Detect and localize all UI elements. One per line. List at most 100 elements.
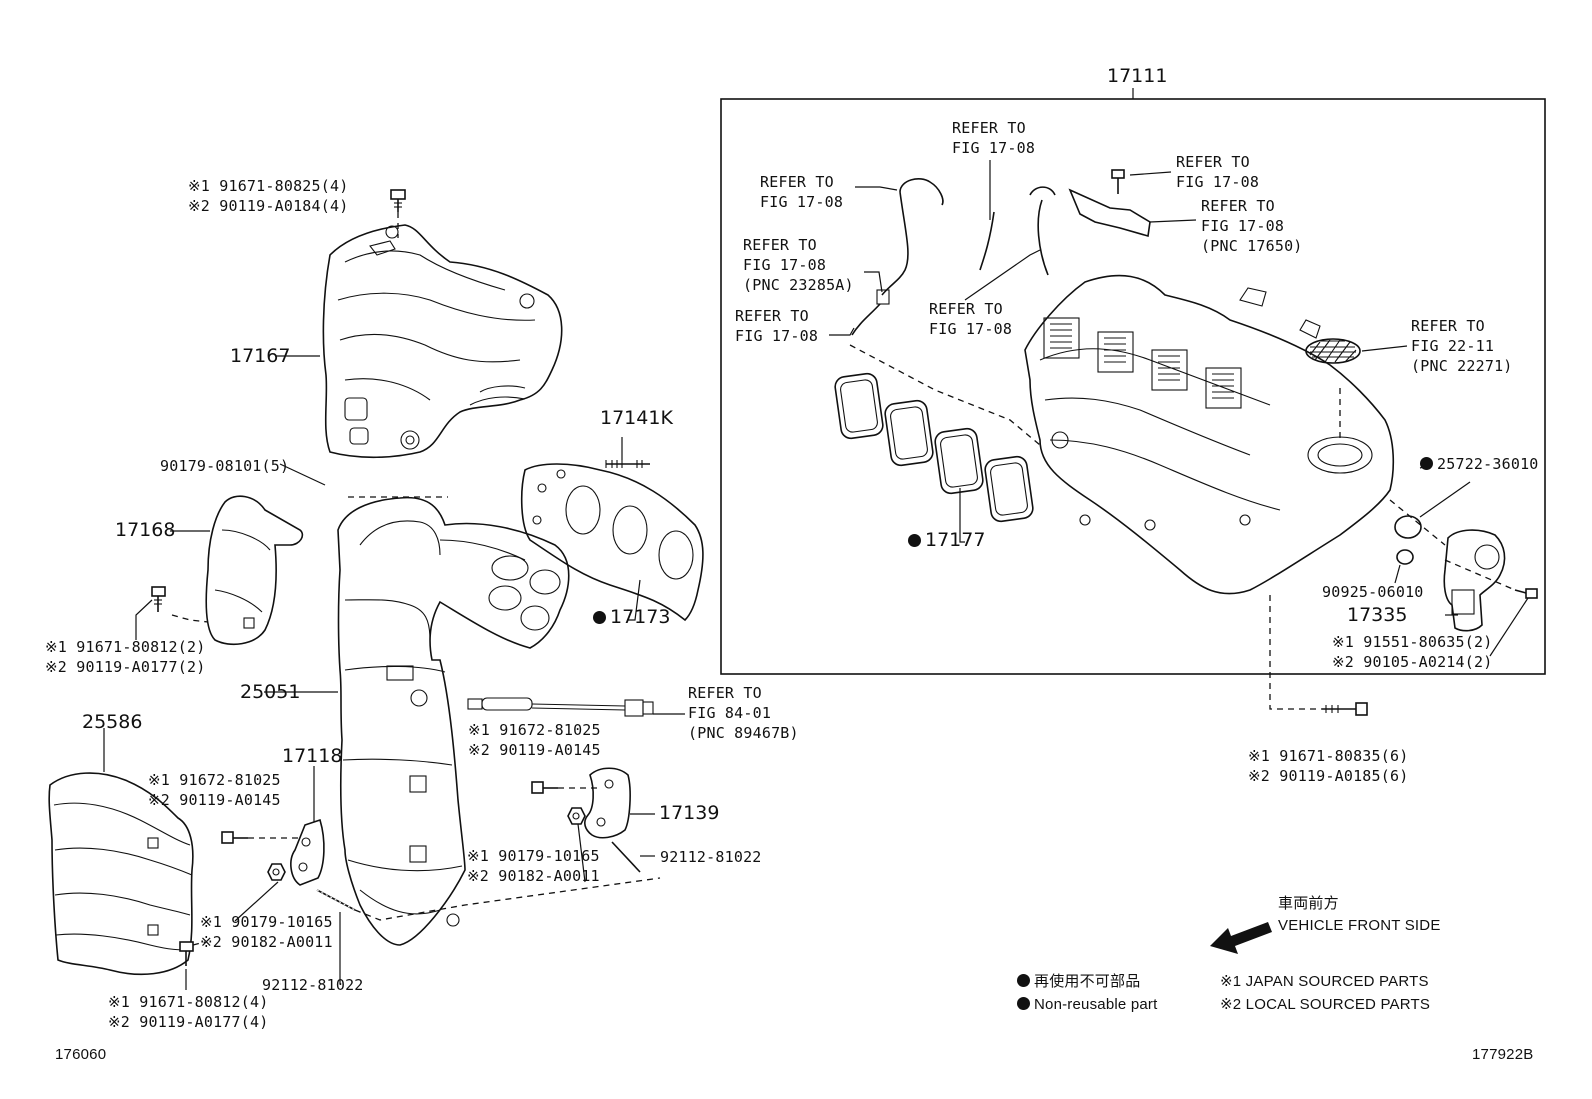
refer-line: REFER TO	[929, 300, 1003, 318]
bolt-17118	[221, 831, 248, 844]
callout-17167: 17167	[230, 345, 291, 367]
bolt-ref-line: ※2 90119-A0185(6)	[1248, 767, 1409, 785]
intake-manifold	[1024, 274, 1395, 595]
callout-17168: 17168	[115, 519, 176, 541]
bolt-top	[390, 189, 406, 212]
bolt-ref-line: ※1 90179-10165	[467, 847, 600, 865]
refer-fig: FIG 17-08	[735, 327, 819, 345]
bolt-ref-9: ※1 91671-80835(6) ※2 90119-A0185(6)	[1248, 746, 1408, 786]
refer-line: REFER TO	[688, 684, 762, 702]
heat-insulator-17168	[205, 495, 304, 646]
heat-insulator-17167	[322, 224, 563, 459]
non-reusable-dot-icon	[908, 534, 921, 547]
refer-fig: FIG 84-01	[688, 704, 772, 722]
refer-label-2[interactable]: REFER TO FIG 17-08	[952, 118, 1035, 158]
refer-fig: FIG 17-08	[1201, 217, 1285, 235]
refer-fig: FIG 17-08	[952, 139, 1036, 157]
callout-25586: 25586	[82, 711, 143, 733]
bolt-ref-5: ※1 90179-10165 ※2 90182-A0011	[467, 846, 600, 886]
callout-17141k: 17141K	[600, 407, 673, 429]
refer-label-1[interactable]: REFER TO FIG 17-08	[760, 172, 843, 212]
non-reusable-dot-icon	[1017, 997, 1030, 1010]
bolt-17335	[1514, 588, 1538, 599]
callout-25722: 25722-36010	[1420, 454, 1539, 474]
legend-non-reusable-jp: 再使用不可部品	[1017, 972, 1140, 992]
o-ring-90925	[1396, 549, 1414, 565]
legend-japan-sourced: ※1 JAPAN SOURCED PARTS	[1220, 973, 1429, 990]
manifold-converter-25051	[337, 496, 570, 946]
callout-17177-text: 17177	[925, 529, 986, 551]
bolt-ref-line: ※1 91672-81025	[148, 771, 281, 789]
legend-non-reusable-en: Non-reusable part	[1017, 995, 1157, 1015]
callout-17111: 17111	[1107, 65, 1168, 87]
refer-fig: FIG 17-08	[929, 320, 1013, 338]
refer-fig: FIG 17-08	[1176, 173, 1260, 191]
mesh-22271	[1305, 338, 1361, 364]
nut-17139	[567, 807, 586, 825]
illustration-number-right: 177922B	[1472, 1046, 1534, 1063]
vehicle-front-jp: 車両前方	[1278, 895, 1339, 912]
bolt-ref-line: ※2 90182-A0011	[200, 933, 333, 951]
bolt-ref-line: ※2 90182-A0011	[467, 867, 600, 885]
bolt-ref-line: ※1 91672-81025	[468, 721, 601, 739]
refer-line: REFER TO	[1411, 317, 1485, 335]
callout-25051: 25051	[240, 681, 301, 703]
callout-17177: 17177	[908, 530, 985, 550]
bolt-17139	[531, 781, 558, 794]
bolt-ref-line: ※1 91551-80635(2)	[1332, 633, 1493, 651]
bolt-ref-line: ※2 90119-A0145	[468, 741, 601, 759]
bolt-ref-4: ※1 91672-81025 ※2 90119-A0145	[148, 770, 281, 810]
callout-92112-a: 92112-81022	[262, 976, 364, 994]
callout-17118: 17118	[282, 745, 343, 767]
bolt-ref-line: ※1 91671-80835(6)	[1248, 747, 1409, 765]
oxygen-sensor	[467, 697, 654, 717]
refer-fig: FIG 17-08	[743, 256, 827, 274]
bolt-ref-8: ※1 91551-80635(2)※2 90105-A0214(2)	[1332, 632, 1492, 672]
illustration-number-left: 176060	[55, 1046, 107, 1063]
bolt-ref-line: ※1 90179-10165	[200, 913, 333, 931]
bolt-ref-2: ※1 91671-80812(2)※2 90119-A0177(2)	[45, 637, 205, 677]
bolt-17168	[151, 586, 166, 612]
callout-17173-text: 17173	[610, 606, 671, 628]
hoses	[851, 169, 1151, 336]
refer-line: REFER TO	[760, 173, 834, 191]
bolt-manifold	[1322, 702, 1368, 716]
bolt-ref-6: ※1 90179-10165 ※2 90182-A0011	[200, 912, 333, 952]
bolt-ref-7: ※1 91671-80812(4)※2 90119-A0177(4)	[108, 992, 268, 1032]
bolt-ref-line: ※2 90119-A0184(4)	[188, 197, 349, 215]
dashed-lines	[171, 212, 1516, 946]
nut-17118	[267, 863, 286, 881]
non-reusable-dot-icon	[1420, 457, 1433, 470]
bolt-ref-line: ※2 90119-A0145	[148, 791, 281, 809]
gaskets-17177	[834, 372, 1034, 523]
refer-label-7[interactable]: REFER TO FIG 17-08	[929, 299, 1012, 339]
refer-pnc: (PNC 89467B)	[688, 724, 799, 742]
stud-92112-b	[611, 841, 641, 873]
refer-fig: FIG 17-08	[760, 193, 844, 211]
bolt-ref-line: ※1 91671-80812(2)	[45, 638, 206, 656]
stay-17139	[583, 767, 631, 839]
callout-90925: 90925-06010	[1322, 583, 1424, 601]
legend-en-text: Non-reusable part	[1034, 996, 1158, 1013]
legend-jp-text: 再使用不可部品	[1034, 973, 1141, 990]
valve-17335	[1443, 529, 1506, 632]
gasket-17173	[520, 463, 704, 622]
callout-17173: 17173	[593, 607, 670, 627]
bolt-ref-line: ※1 91671-80825(4)	[188, 177, 349, 195]
refer-label-9[interactable]: REFER TO FIG 84-01 (PNC 89467B)	[688, 683, 799, 743]
callout-17139: 17139	[659, 802, 720, 824]
bolt-ref-3: ※1 91672-81025 ※2 90119-A0145	[468, 720, 601, 760]
refer-pnc: (PNC 22271)	[1411, 357, 1513, 375]
non-reusable-dot-icon	[1017, 974, 1030, 987]
o-ring-25722	[1394, 515, 1422, 539]
non-reusable-dot-icon	[593, 611, 606, 624]
heat-insulator-25586	[48, 772, 194, 976]
refer-line: REFER TO	[952, 119, 1026, 137]
